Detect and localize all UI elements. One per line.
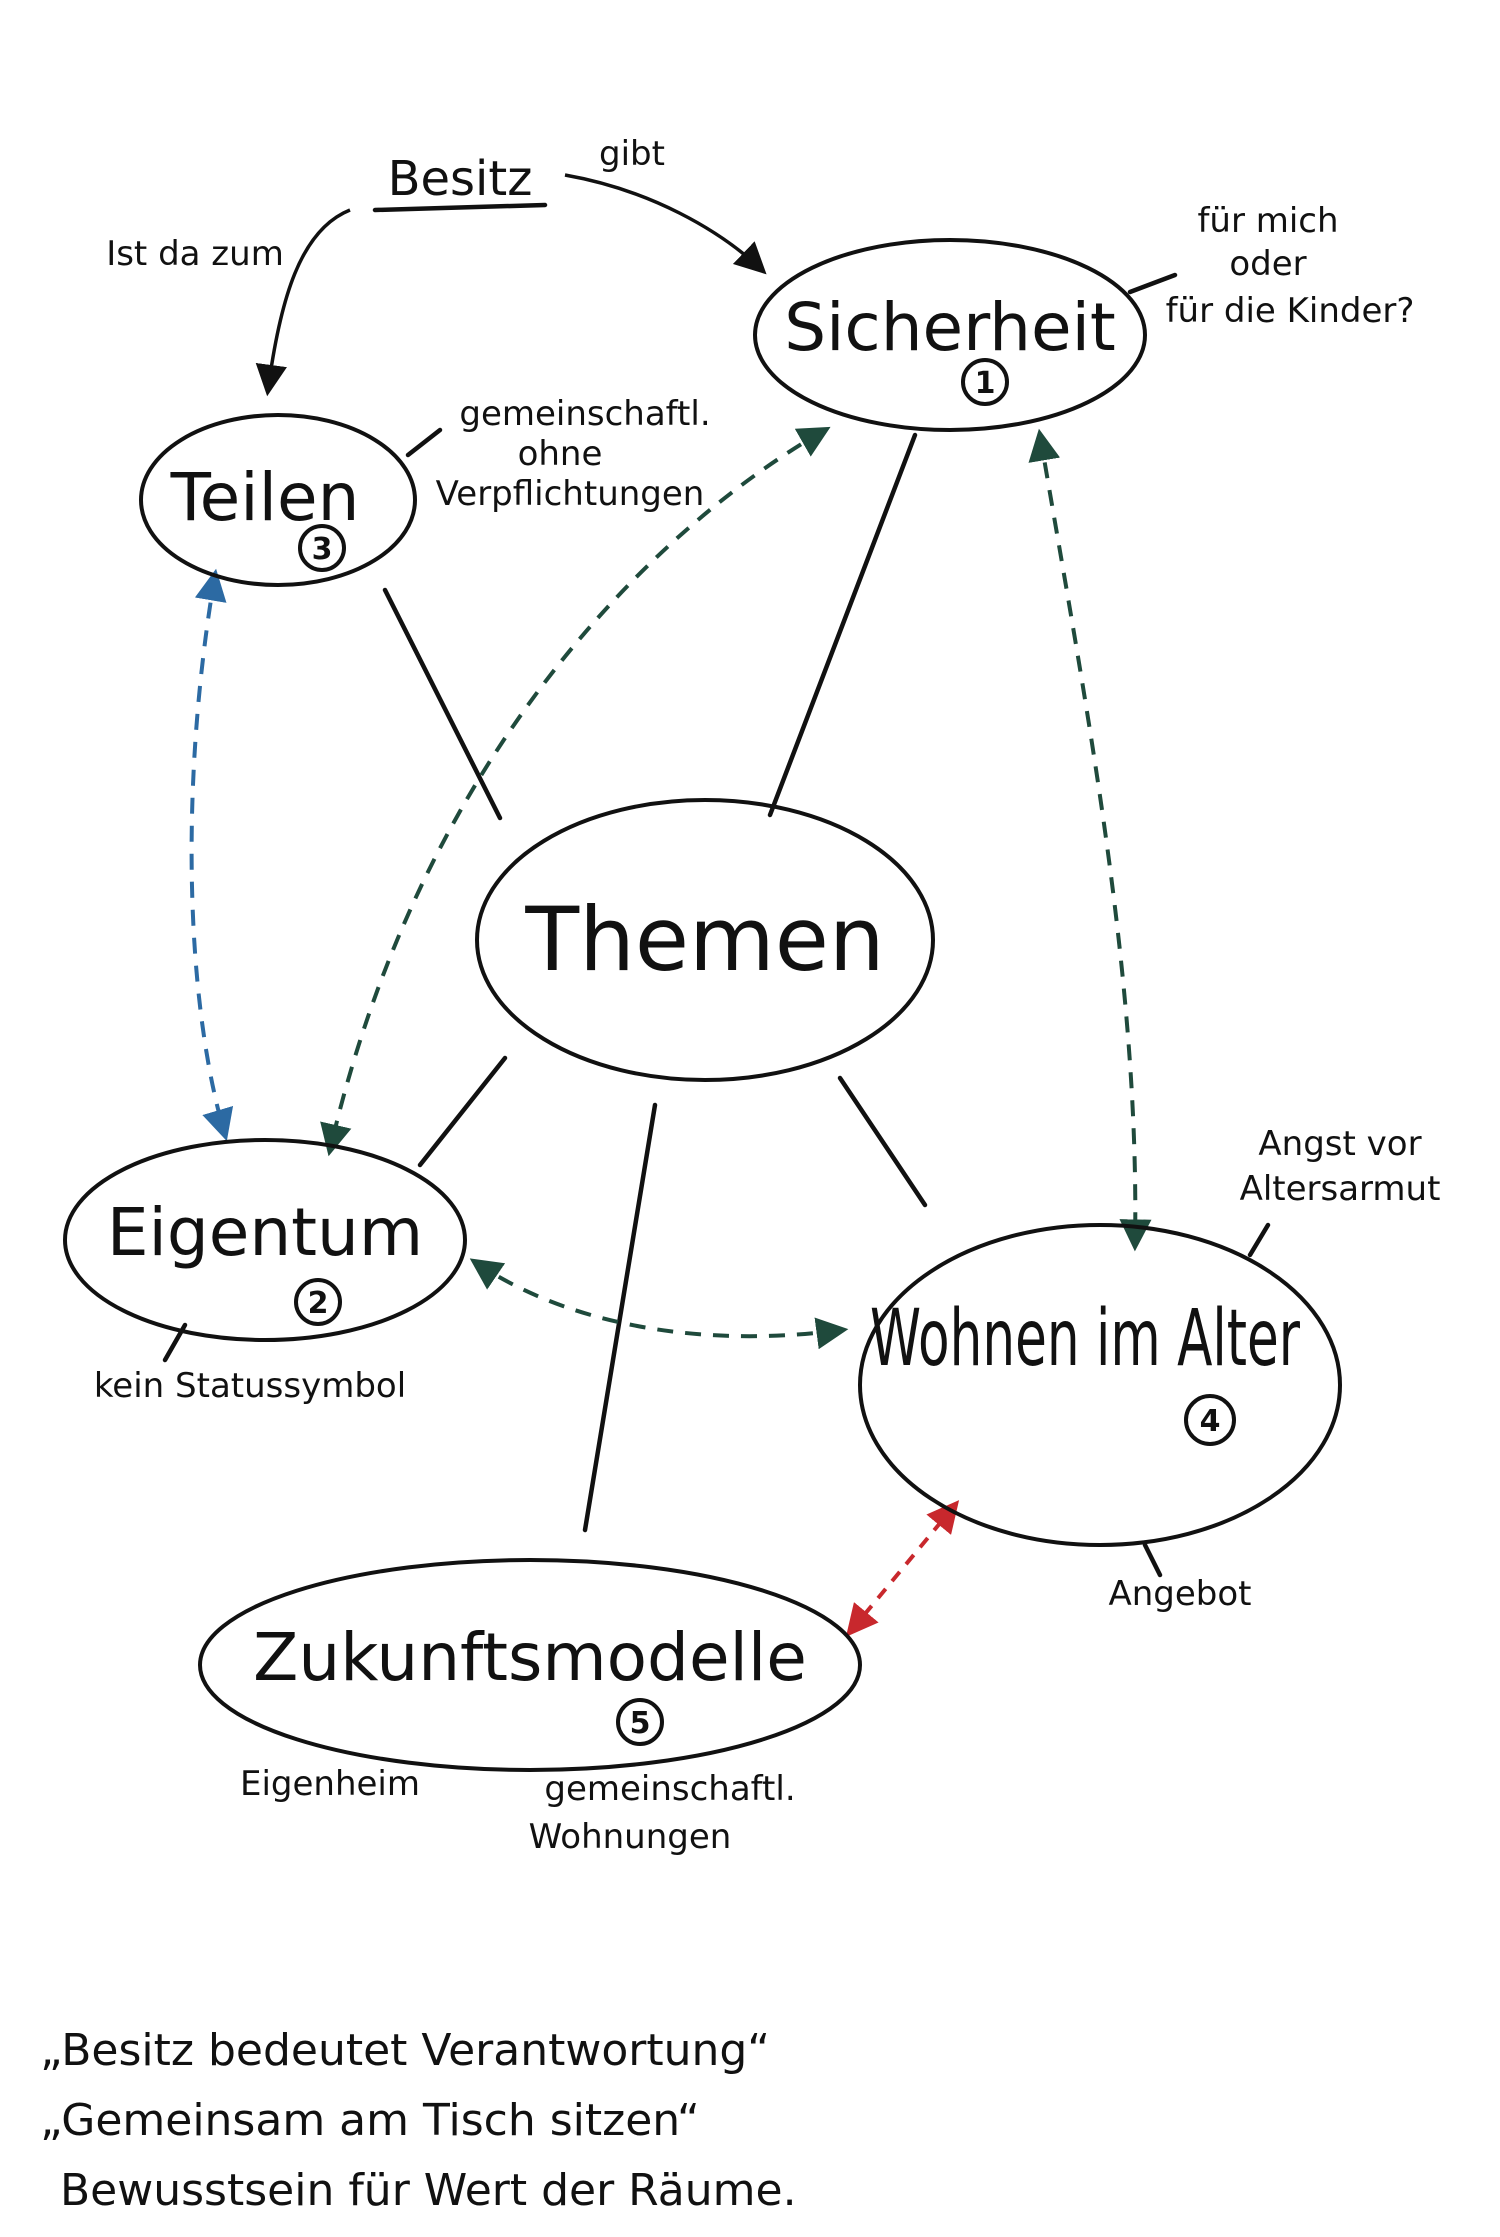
dashed-sicherheit-eigentum [320,426,831,1157]
center-ellipse [475,798,935,1082]
arrow-besitz-to-teilen [255,208,351,397]
badge-circle-1 [961,358,1009,406]
spoke-wohnen [837,1075,928,1208]
note-wohnen-top-line1: Angst vor [1258,1124,1421,1164]
spoke-teilen [382,587,503,821]
connector-teilen-note [405,427,443,458]
quotes-block: „Besitz bedeutet Verantwortung“ „Gemeins… [40,2025,797,2216]
connector-sicherheit-note [1127,272,1178,295]
dashed-teilen-eigentum [189,568,234,1142]
note-connectors [162,202,1271,1578]
arrow-besitz-to-sicherheit [564,173,767,275]
node-ellipses [63,238,1342,1772]
wohnen-ellipse [858,1223,1342,1547]
teilen-label: Teilen [170,459,360,536]
wohnen-number: 4 [1200,1404,1221,1439]
besitz-gibt-label: gibt [599,134,665,174]
note-wohnen-bottom: Angebot [1108,1574,1251,1614]
badge-circle-5 [616,1698,664,1746]
dashed-arrows [189,426,1152,1637]
besitz-label: Besitz [388,151,533,207]
badge-circle-3 [298,524,346,572]
center-label: Themen [524,888,884,991]
zukunft-label: Zukunftsmodelle [253,1619,807,1696]
note-zukunft-right-line2: Wohnungen [529,1817,732,1857]
quote-line-2: „Gemeinsam am Tisch sitzen“ [40,2095,700,2146]
note-wohnen-top-line2: Altersarmut [1240,1169,1441,1209]
sicherheit-label: Sicherheit [784,289,1116,366]
badge-circle-2 [294,1278,342,1326]
eigentum-ellipse [63,1138,467,1342]
zukunft-ellipse [198,1558,862,1772]
eigentum-number: 2 [308,1286,329,1321]
connector-wohnen-top-note [1247,1222,1271,1258]
sicherheit-ellipse [753,238,1147,432]
dashed-zukunft-wohnen [845,1500,960,1637]
note-teilen-line2: ohne [518,434,603,474]
dashed-eigentum-wohnen [469,1258,849,1350]
dashed-sicherheit-wohnen [1028,428,1152,1252]
connector-wohnen-bottom-note [1142,1542,1163,1578]
number-badges [294,358,1236,1746]
spoke-zukunft [582,1102,658,1533]
note-eigentum: kein Statussymbol [94,1366,406,1406]
note-zukunft-right-line1: gemeinschaftl. [544,1769,795,1809]
connector-eigentum-note [162,1322,188,1363]
side-notes: für mich oder für die Kinder? gemeinscha… [94,201,1441,1857]
teilen-number: 3 [312,532,333,567]
note-sicherheit-line2: oder [1229,244,1306,284]
quote-line-1: „Besitz bedeutet Verantwortung“ [40,2025,770,2076]
eigentum-label: Eigentum [107,1194,423,1271]
note-teilen-line1: gemeinschaftl. [459,394,710,434]
besitz-underline [372,202,548,213]
wohnen-label: Wohnen im Alter [870,1294,1301,1384]
labels: Themen Besitz gibt Ist da zum Sicherheit… [106,134,1300,1741]
teilen-ellipse [139,413,417,587]
spoke-sicherheit [767,432,918,818]
note-sicherheit-line3: für die Kinder? [1166,291,1415,331]
badge-circle-4 [1184,1394,1236,1446]
sicherheit-number: 1 [975,366,996,401]
note-teilen-line3: Verpflichtungen [436,474,705,514]
note-zukunft-left: Eigenheim [240,1764,420,1804]
zukunft-number: 5 [630,1706,651,1741]
spoke-eigentum [417,1055,508,1168]
quote-line-3: Bewusstsein für Wert der Räume. [60,2165,797,2216]
besitz-arrows [255,173,767,397]
note-sicherheit-line1: für mich [1197,201,1338,241]
besitz-istdazum-label: Ist da zum [106,234,284,274]
